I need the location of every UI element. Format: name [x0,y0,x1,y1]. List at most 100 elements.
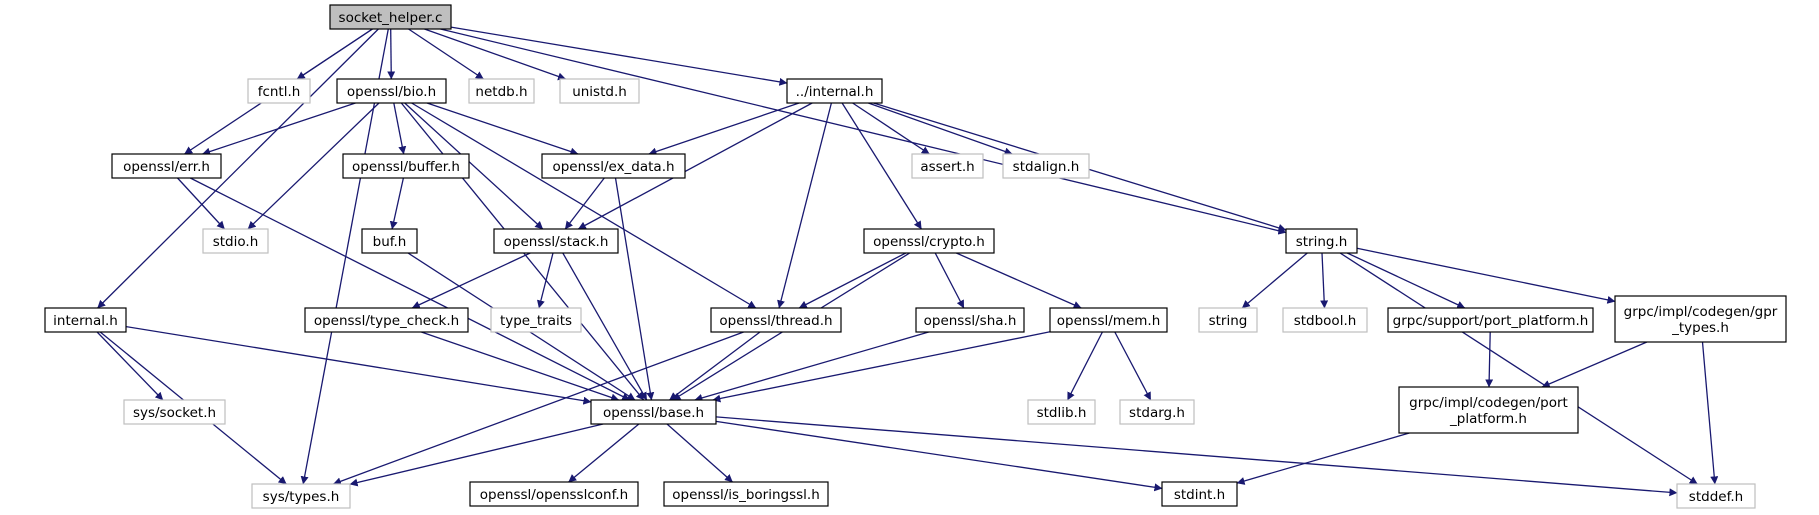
node-stdbool[interactable]: stdbool.h [1282,307,1368,333]
node-sys_socket[interactable]: sys/socket.h [123,399,226,425]
node-label: openssl/mem.h [1057,313,1161,329]
edge-bio-to-ex_data [426,102,579,156]
node-label: openssl/sha.h [924,313,1017,329]
edge-err-to-base [190,177,631,401]
edge-port_platform_support-to-port_platform_codegen [1485,331,1494,388]
node-box [202,228,269,254]
edge-base-to-stdint [715,420,1163,492]
node-label: grpc/impl/codegen/port [1409,395,1568,411]
node-crypto[interactable]: openssl/crypto.h [863,228,995,254]
edge-buffer-to-buf [389,177,405,230]
node-box [361,228,418,254]
node-box [1049,307,1168,333]
node-box [911,153,984,179]
node-label: stdalign.h [1013,159,1080,175]
node-label: openssl/err.h [123,159,210,175]
node-box [1027,399,1096,425]
edge-internal_parent-to-thread [777,102,833,309]
node-box [1119,399,1195,425]
node-label: openssl/crypto.h [873,234,985,250]
node-box [559,78,640,104]
node-gpr_types[interactable]: grpc/impl/codegen/gpr_types.h [1614,295,1787,343]
edge-stack-to-type_traits [536,252,554,309]
node-bio[interactable]: openssl/bio.h [336,78,447,104]
node-base[interactable]: openssl/base.h [590,399,717,425]
node-ex_data[interactable]: openssl/ex_data.h [541,153,686,179]
edge-crypto-to-thread [798,252,907,309]
node-string[interactable]: string [1198,307,1258,333]
node-mem[interactable]: openssl/mem.h [1049,307,1168,333]
edge-crypto-to-mem [956,252,1082,309]
node-box [663,481,829,507]
node-stddef[interactable]: stddef.h [1676,483,1756,509]
node-label: buf.h [373,234,407,250]
node-label: sys/types.h [263,489,340,505]
edge-string_h-to-stddef [1339,252,1698,485]
node-label: string.h [1296,234,1348,250]
node-internal[interactable]: internal.h [44,307,127,333]
node-stdalign[interactable]: stdalign.h [1002,153,1090,179]
node-box [329,4,452,30]
edge-internal_parent-to-assert [852,102,930,155]
node-sha[interactable]: openssl/sha.h [915,307,1025,333]
node-label: socket_helper.c [339,10,443,26]
node-label: string [1209,313,1248,329]
node-socket_helper[interactable]: socket_helper.c [329,4,452,30]
node-label: stdlib.h [1037,405,1087,421]
node-label: sys/socket.h [133,405,216,421]
node-stdio[interactable]: stdio.h [202,228,269,254]
edge-base-to-is_boringssl [666,423,733,483]
edge-string_h-to-gpr_types [1356,247,1616,304]
edge-socket_helper-to-internal_parent [450,26,788,86]
edge-base-to-stddef [715,416,1678,497]
node-box [123,399,226,425]
node-buffer[interactable]: openssl/buffer.h [342,153,470,179]
node-unistd[interactable]: unistd.h [559,78,640,104]
node-stdarg[interactable]: stdarg.h [1119,399,1195,425]
edge-string_h-to-stdbool [1320,252,1329,309]
node-box [1387,307,1594,333]
edge-socket_helper-to-bio [387,28,396,80]
node-stdint[interactable]: stdint.h [1161,481,1238,507]
node-internal_parent[interactable]: ../internal.h [786,78,883,104]
node-stdlib[interactable]: stdlib.h [1027,399,1096,425]
node-port_platform_support[interactable]: grpc/support/port_platform.h [1387,307,1594,333]
node-is_boringssl[interactable]: openssl/is_boringssl.h [663,481,829,507]
node-box [863,228,995,254]
node-assert[interactable]: assert.h [911,153,984,179]
node-label: netdb.h [475,84,527,100]
edge-mem-to-stdarg [1114,331,1152,401]
edge-internal-to-sys_socket [96,331,164,401]
node-type_check[interactable]: openssl/type_check.h [304,307,469,333]
node-opensslconf[interactable]: openssl/opensslconf.h [469,481,639,507]
edge-mem-to-stdlib [1067,331,1103,401]
edge-mem-to-base [712,331,1051,403]
node-box [1198,307,1258,333]
node-thread[interactable]: openssl/thread.h [710,307,842,333]
node-label: openssl/opensslconf.h [480,487,628,503]
edge-thread-to-sys_types [333,331,744,486]
node-netdb[interactable]: netdb.h [468,78,535,104]
node-string_h[interactable]: string.h [1285,228,1358,254]
node-fcntl[interactable]: fcntl.h [247,78,311,104]
node-buf[interactable]: buf.h [361,228,418,254]
node-box [468,78,535,104]
node-label: openssl/type_check.h [314,313,459,329]
node-label: internal.h [53,313,118,329]
node-box [786,78,883,104]
edge-gpr_types-to-port_platform_codegen [1541,341,1648,388]
edge-socket_helper-to-unistd [424,28,566,81]
edge-internal-to-base [125,325,592,405]
node-label: stddef.h [1689,489,1743,505]
node-box [710,307,842,333]
node-port_platform_codegen[interactable]: grpc/impl/codegen/port_platform.h [1398,386,1579,434]
node-label: openssl/base.h [603,405,704,421]
edge-err-to-stdio [177,177,225,230]
node-err[interactable]: openssl/err.h [111,153,222,179]
node-stack[interactable]: openssl/stack.h [493,228,619,254]
node-label: fcntl.h [258,84,301,100]
node-box [304,307,469,333]
node-sys_types[interactable]: sys/types.h [251,483,351,509]
node-type_traits[interactable]: type_traits [490,307,582,333]
